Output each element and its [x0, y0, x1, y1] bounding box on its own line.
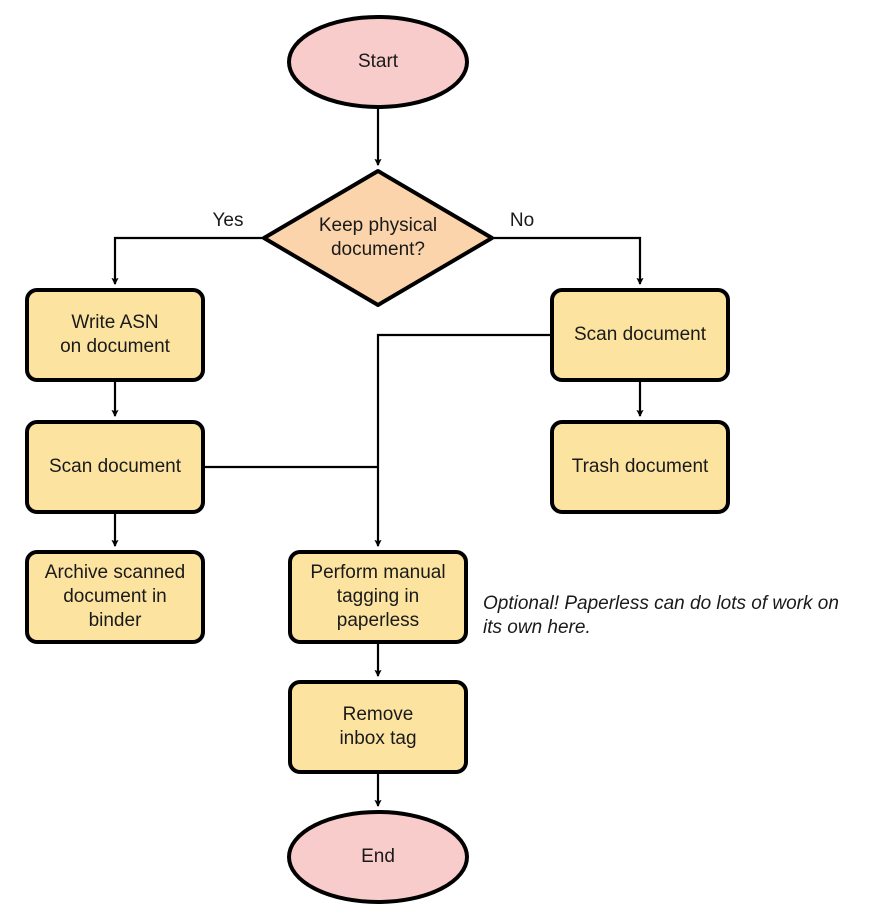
- shape-rounded-rect: [25, 550, 205, 644]
- shape-diamond: [262, 169, 494, 307]
- node-label-start: Start: [358, 51, 399, 72]
- shape-rounded-rect: [25, 420, 205, 514]
- edge-label-label-yes: Yes: [213, 210, 244, 231]
- node-start[interactable]: Start: [287, 15, 469, 109]
- shape-rounded-rect: [550, 420, 730, 514]
- shape-rounded-rect: [25, 288, 205, 382]
- shape-ellipse: [287, 15, 469, 109]
- node-end[interactable]: End: [287, 810, 469, 904]
- node-label-trash-document: Trash document: [572, 456, 709, 477]
- edge-scan-right-to-tagging: [374, 333, 552, 548]
- edge-decision-to-write-asn: [111, 236, 264, 286]
- node-scan-document-left[interactable]: Scan document: [25, 420, 205, 514]
- node-scan-document-right[interactable]: Scan document: [550, 288, 730, 382]
- shape-ellipse: [287, 810, 469, 904]
- notes-layer: Optional! Paperless can do lots of work …: [483, 593, 839, 638]
- node-label-end: End: [361, 846, 395, 867]
- edge-decision-to-scan-right: [492, 236, 644, 286]
- edge-labels-layer: Yes No: [213, 210, 535, 231]
- shape-rounded-rect: [288, 680, 468, 774]
- node-label-scan-document-right: Scan document: [574, 324, 707, 345]
- edge-label-label-no: No: [510, 210, 534, 231]
- shape-rounded-rect: [288, 550, 468, 644]
- node-trash-document[interactable]: Trash document: [550, 420, 730, 514]
- shape-rounded-rect: [550, 288, 730, 382]
- node-label-scan-document-left: Scan document: [49, 456, 182, 477]
- note-optional: Optional! Paperless can do lots of work …: [483, 593, 839, 638]
- edges-layer: [111, 107, 644, 808]
